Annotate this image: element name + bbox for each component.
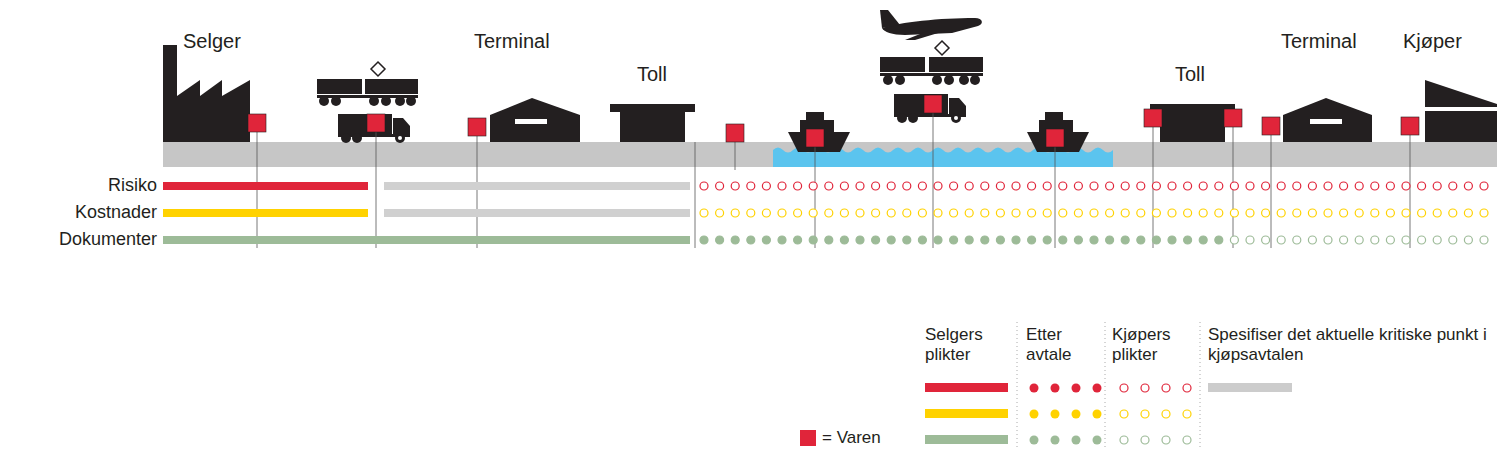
row-label: Risiko [108,175,157,197]
leader-lines [257,113,1410,248]
icons [163,10,1497,152]
location-label: Kjøper [1403,29,1462,53]
legend-text: Kjøpers plikter [1112,325,1192,366]
location-label: Selger [183,29,241,53]
legend-text: = Varen [822,428,881,448]
row-label: Kostnader [75,202,157,224]
legend-dots [1030,384,1192,445]
legend-samples [925,383,1008,444]
legend-text: Etter avtale [1026,325,1096,366]
row-label: Dokumenter [59,229,157,251]
location-label: Terminal [474,29,550,53]
legend-swatch [800,430,816,446]
location-label: Terminal [1281,29,1357,53]
legend-separators [1017,322,1200,450]
location-label: Toll [637,62,667,86]
location-label: Toll [1175,62,1205,86]
goods-marker [248,95,1419,147]
duty-dots [700,182,1488,244]
duty-bars [163,182,690,244]
legend-text: Selgers plikter [925,325,1007,366]
legend-swatch [1208,383,1292,392]
legend-text: Spesifiser det aktuelle kritiske punkt i… [1208,325,1494,366]
